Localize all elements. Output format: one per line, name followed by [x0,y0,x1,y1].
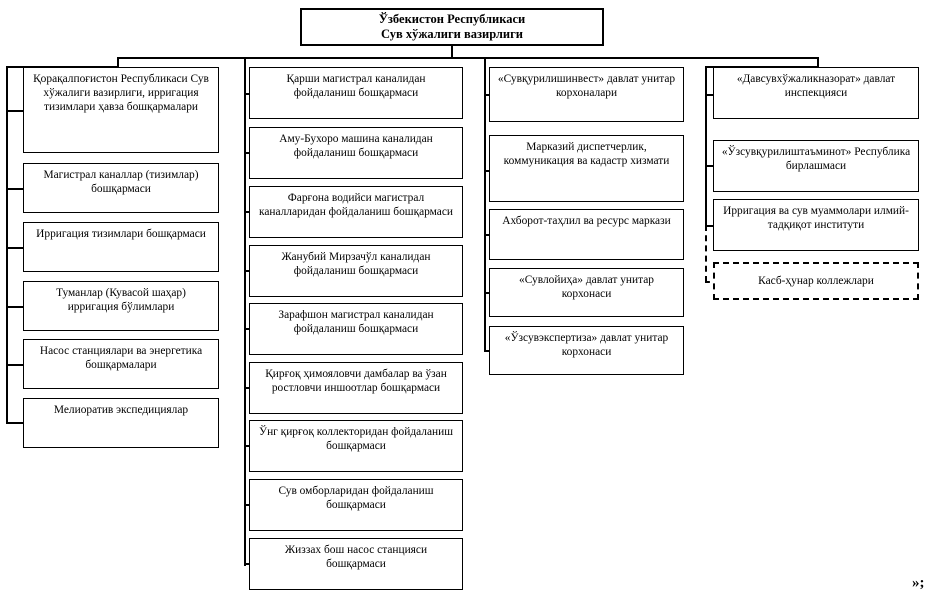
column-4-item-1: «Давсувхўжаликназорат» давлат инспекцияс… [713,67,919,119]
column-2-item-5: Зарафшон магистрал каналидан фойдаланиш … [249,303,463,355]
column-2-item-6: Қирғоқ ҳимояловчи дамбалар ва ўзан ростл… [249,362,463,414]
column-4-item-4-vocational-colleges: Касб-ҳунар коллежлари [713,262,919,300]
column-3-item-1: «Сувқурилишинвест» давлат унитар корхона… [489,67,684,122]
column-2-item-7: Ўнг қирғоқ коллекторидан фойдаланиш бошқ… [249,420,463,472]
bus-drop-column-3 [484,57,486,67]
column-4-spine-dashed-continuation [705,225,707,282]
column-3-item-4: «Сувлойиҳа» давлат унитар корхонаси [489,268,684,317]
column-1-item-5: Насос станциялари ва энергетика бошқарма… [23,339,219,389]
column-1-spine-top-hook [6,66,119,68]
column-1-stub-6 [6,422,24,424]
column-1-stub-5 [6,364,24,366]
root-ministry-box: Ўзбекистон Республикаси Сув хўжалиги ваз… [300,8,604,46]
column-1-stub-3 [6,247,24,249]
column-4-stub-2 [705,165,717,167]
column-1-item-6: Мелиоратив экспедициялар [23,398,219,448]
column-2-item-9: Жиззах бош насос станцияси бошқармаси [249,538,463,590]
column-4-spine-top-hook [705,66,819,68]
column-3-item-2: Марказий диспетчерлик, коммуникация ва к… [489,135,684,202]
column-2-item-4: Жанубий Мирзачўл каналидан фойдаланиш бо… [249,245,463,297]
main-bus-connector [117,57,819,59]
column-4-spine [705,66,707,225]
bus-drop-column-1 [117,57,119,67]
column-1-spine [6,66,8,423]
root-title-line1: Ўзбекистон Республикаси [378,11,526,26]
column-4-stub-1 [705,94,717,96]
root-title-line2: Сув хўжалиги вазирлиги [381,27,523,41]
column-2-spine [244,66,246,566]
column-1-item-1: Қорақалпоғистон Республикаси Сув хўжалиг… [23,67,219,153]
column-1-stub-1 [6,110,24,112]
column-3-spine [484,66,486,351]
column-3-item-3: Ахборот-таҳлил ва ресурс маркази [489,209,684,260]
column-2-item-1: Қарши магистрал каналидан фойдаланиш бош… [249,67,463,119]
column-4-item-2: «Ўзсувқурилиштаъминот» Республика бирлаш… [713,140,919,192]
column-1-stub-4 [6,306,24,308]
column-4-stub-4-dashed [705,281,718,283]
column-2-item-2: Аму-Бухоро машина каналидан фойдаланиш б… [249,127,463,179]
column-4-stub-3 [705,225,717,227]
column-1-item-4: Туманлар (Кувасой шаҳар) ирригация бўлим… [23,281,219,331]
column-1-item-3: Ирригация тизимлари бошқармаси [23,222,219,272]
column-1-item-2: Магистрал каналлар (тизимлар) бошқармаси [23,163,219,213]
column-2-item-3: Фарғона водийси магистрал каналларидан ф… [249,186,463,238]
column-3-item-5: «Ўзсувэкспертиза» давлат унитар корхонас… [489,326,684,375]
column-2-item-8: Сув омборларидан фойдаланиш бошқармаси [249,479,463,531]
bus-drop-column-2 [244,57,246,67]
column-4-item-3: Ирригация ва сув муаммолари илмий-тадқиқ… [713,199,919,251]
bus-drop-column-4 [817,57,819,67]
trailing-quote-mark: »; [912,575,925,591]
root-stem-connector [451,46,453,58]
column-1-stub-2 [6,188,24,190]
